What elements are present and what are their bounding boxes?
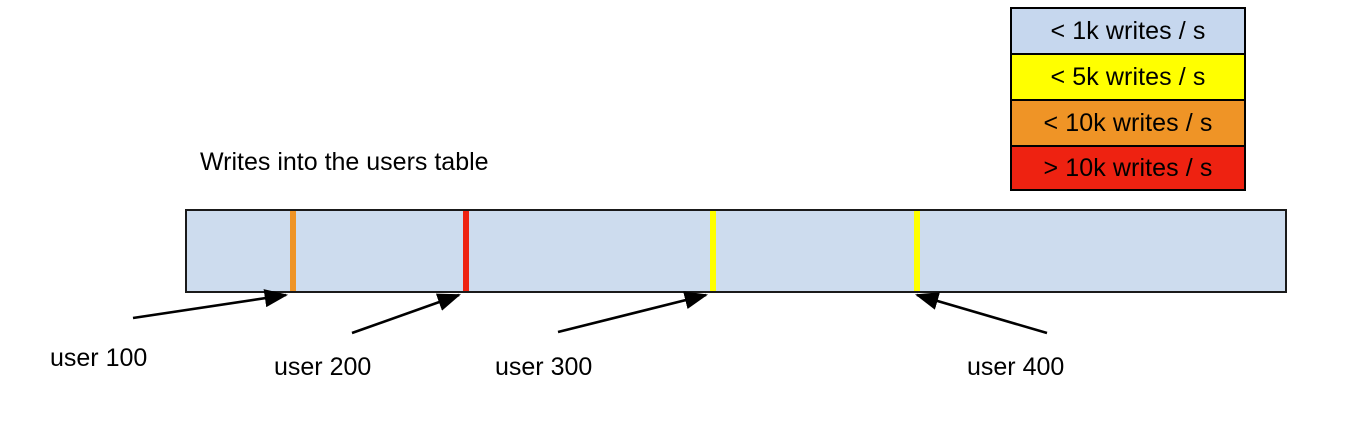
user-400-label: user 400 bbox=[967, 353, 1065, 381]
users-table-bar bbox=[185, 209, 1287, 293]
user-300-stripe bbox=[710, 211, 716, 291]
user-400-arrow bbox=[915, 292, 1048, 335]
user-200-stripe bbox=[463, 211, 469, 291]
legend-item-label: < 1k writes / s bbox=[1050, 16, 1206, 45]
legend-item-lt-1k: < 1k writes / s bbox=[1012, 9, 1244, 55]
legend: < 1k writes / s < 5k writes / s < 10k wr… bbox=[1010, 7, 1246, 191]
user-300-label: user 300 bbox=[495, 353, 593, 381]
chart-title: Writes into the users table bbox=[200, 148, 489, 176]
legend-item-label: > 10k writes / s bbox=[1043, 153, 1213, 182]
user-200-label: user 200 bbox=[274, 353, 372, 381]
legend-item-gt-10k: > 10k writes / s bbox=[1012, 147, 1244, 189]
user-200-arrow bbox=[351, 293, 461, 335]
user-100-stripe bbox=[290, 211, 296, 291]
user-100-label: user 100 bbox=[50, 344, 148, 372]
legend-item-lt-5k: < 5k writes / s bbox=[1012, 55, 1244, 101]
legend-item-label: < 5k writes / s bbox=[1050, 62, 1206, 91]
user-300-arrow bbox=[557, 291, 709, 334]
user-100-arrow bbox=[132, 289, 289, 320]
legend-item-label: < 10k writes / s bbox=[1043, 108, 1213, 137]
legend-item-lt-10k: < 10k writes / s bbox=[1012, 101, 1244, 147]
user-400-stripe bbox=[914, 211, 920, 291]
